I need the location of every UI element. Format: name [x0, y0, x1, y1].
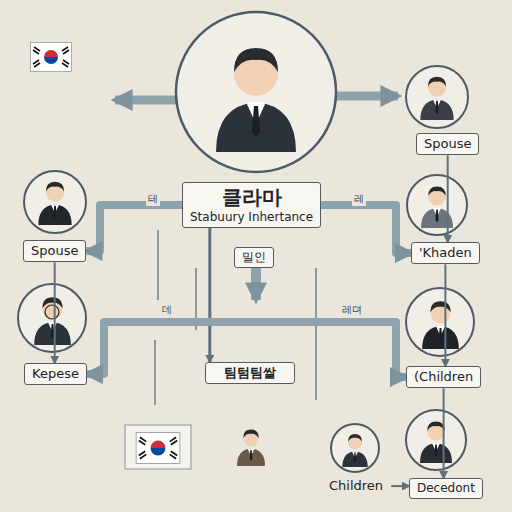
children-label: Children — [321, 475, 391, 497]
children-label: (Children — [406, 366, 481, 388]
decedent-label: Decedont — [409, 478, 483, 499]
node-text: Decedont — [417, 481, 475, 496]
arrow-note: 레뎌 — [340, 303, 364, 317]
node-text: Kepese — [32, 366, 79, 382]
title-box: 클라마Stabuury Inhertance — [182, 182, 321, 228]
spouse-label: Spouse — [416, 133, 479, 155]
connector-arrow — [447, 155, 449, 242]
connector-arrow — [54, 262, 56, 363]
flow-arrow — [87, 205, 183, 251]
connector-arrow — [391, 485, 409, 487]
flow-arrow — [321, 205, 411, 253]
node-text: Children — [329, 478, 383, 494]
connector-arrow — [443, 388, 445, 478]
arrow-note: 레 — [352, 192, 366, 206]
sub-label-box: 밀인 — [234, 247, 274, 268]
node-text: Spouse — [424, 136, 471, 152]
node-text: 밀인 — [242, 250, 266, 265]
node-text: (Children — [414, 369, 473, 385]
spouse-label: Spouse — [23, 240, 86, 262]
node-text: 클라마 — [190, 185, 313, 210]
arrow-note: 테 — [146, 192, 160, 206]
node-subtext: Stabuury Inhertance — [190, 210, 313, 225]
person-label: Kepese — [24, 363, 87, 385]
node-text: 팀텀팀쌀 — [213, 365, 287, 381]
node-text: Spouse — [31, 243, 78, 259]
center-label-box: 팀텀팀쌀 — [205, 362, 295, 384]
connector-arrow — [444, 264, 446, 366]
connector-arrow — [208, 228, 211, 362]
node-text: 'Khaden — [419, 245, 472, 261]
arrow-note: 데 — [160, 303, 174, 317]
child-label: 'Khaden — [411, 242, 480, 264]
